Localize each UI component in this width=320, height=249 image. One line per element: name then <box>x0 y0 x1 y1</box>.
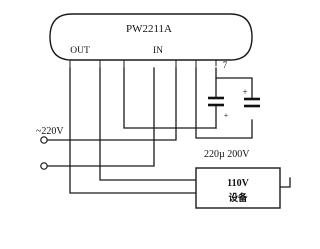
ic-pin-out-label: OUT <box>70 46 90 56</box>
mains-terminal-top <box>40 136 48 144</box>
wire-out2-to-load <box>99 67 197 181</box>
wire-pin7-to-caps <box>215 67 253 100</box>
wire-load-return <box>279 177 291 188</box>
ic-pins: 7 <box>69 60 228 70</box>
capacitor-value-label: 220µ 200V <box>204 149 250 160</box>
ic-part-number: PW2211A <box>126 23 172 35</box>
capacitor-left: + <box>208 96 229 120</box>
ic-module-body <box>49 13 253 61</box>
load-voltage-label: 110V <box>227 178 249 189</box>
wire-mains-bottom <box>47 67 155 167</box>
mains-voltage-label: ~220V <box>36 126 64 137</box>
capacitors: + + 220µ 200V <box>204 87 260 160</box>
load-device-label: 设备 <box>228 192 248 204</box>
capacitor-right-polarity: + <box>242 87 247 97</box>
wires <box>47 67 291 194</box>
load-box-outline <box>195 167 281 209</box>
wire-mains-top <box>47 67 177 141</box>
mains-terminal-bottom <box>40 162 48 170</box>
load-box: 110V 设备 <box>195 167 281 209</box>
wire-pin6-to-cap <box>195 67 253 139</box>
mains-input: ~220V <box>36 126 64 170</box>
wire-in-loop <box>123 67 217 129</box>
wire-out-to-load <box>69 67 197 194</box>
ic-pin-in-label: IN <box>153 46 163 56</box>
ic-module: PW2211A OUT IN <box>49 13 253 61</box>
capacitor-left-polarity: + <box>224 111 229 120</box>
pin-7-label: 7 <box>223 60 228 70</box>
circuit-diagram: PW2211A OUT IN 7 <box>36 13 291 209</box>
capacitor-right: + <box>242 87 260 108</box>
